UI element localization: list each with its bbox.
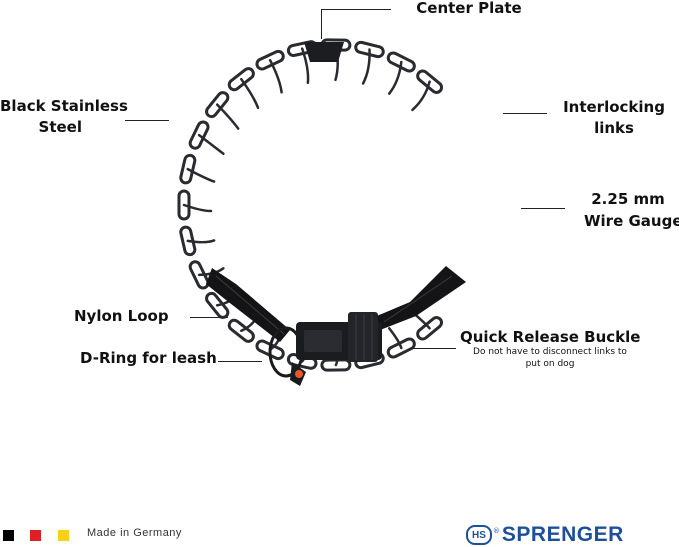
interlocking-label-line2: links (594, 119, 634, 137)
chain-link (227, 318, 255, 343)
prong (182, 203, 213, 213)
prong (215, 103, 240, 130)
sprenger-logo: HS ® SPRENGER (466, 523, 624, 546)
flag-black-swatch (3, 530, 14, 541)
d-ring-leader (218, 361, 262, 362)
made-in-germany-text: Made in Germany (87, 527, 182, 539)
nylon-loop-label: Nylon Loop (74, 307, 169, 325)
quick-release-sub-line2: put on dog (525, 359, 575, 369)
interlocking-label-line1: Interlocking (563, 98, 665, 116)
gauge-label-line2: Wire Gauge (584, 212, 679, 230)
brand-name: SPRENGER (501, 523, 624, 546)
prong (268, 58, 283, 94)
chain-link (416, 69, 444, 94)
black-stainless-label-line2: Steel (38, 118, 82, 136)
prong (387, 60, 403, 95)
prong (197, 133, 225, 155)
chain-link (255, 339, 285, 361)
quick-release-leader (412, 348, 456, 349)
flag-gold-swatch (58, 530, 69, 541)
interlocking-leader (503, 113, 547, 114)
black-stainless-label-line1: Black Stainless (0, 97, 128, 115)
center-plate-leader (321, 9, 322, 39)
chain-link (177, 189, 191, 221)
prong (387, 327, 403, 350)
d-ring (268, 326, 306, 386)
prong (361, 48, 371, 85)
gauge-label-line1: 2.25 mm (591, 190, 665, 208)
chain-link (320, 358, 352, 372)
prong (186, 239, 216, 244)
quick-release-label: Quick Release Buckle (460, 328, 641, 346)
hs-badge: HS (466, 525, 492, 545)
prong (300, 47, 310, 85)
flag-red-swatch (30, 530, 41, 541)
chain-link (386, 51, 416, 73)
quick-release-buckle (296, 312, 382, 362)
prong (411, 80, 431, 112)
chain-link (179, 225, 197, 257)
center-plate-leader-h (321, 9, 391, 10)
nylon-loop-right (372, 266, 466, 330)
quick-release-sub-line1: Do not have to disconnect links to (473, 347, 627, 357)
center-plate-label: Center Plate (416, 0, 522, 17)
chain-link (354, 40, 385, 59)
center-plate (304, 42, 344, 62)
gauge-leader (521, 208, 565, 209)
d-ring-label: D-Ring for leash (80, 349, 217, 367)
prong (186, 167, 216, 183)
chain-link (205, 291, 230, 319)
black-stainless-leader (125, 120, 169, 121)
chain-link (188, 260, 210, 290)
nylon-loop-left (206, 268, 290, 342)
registered-mark: ® (492, 527, 500, 535)
prong (240, 77, 260, 110)
chain-link (179, 153, 197, 185)
nylon-loop-leader (190, 317, 228, 318)
